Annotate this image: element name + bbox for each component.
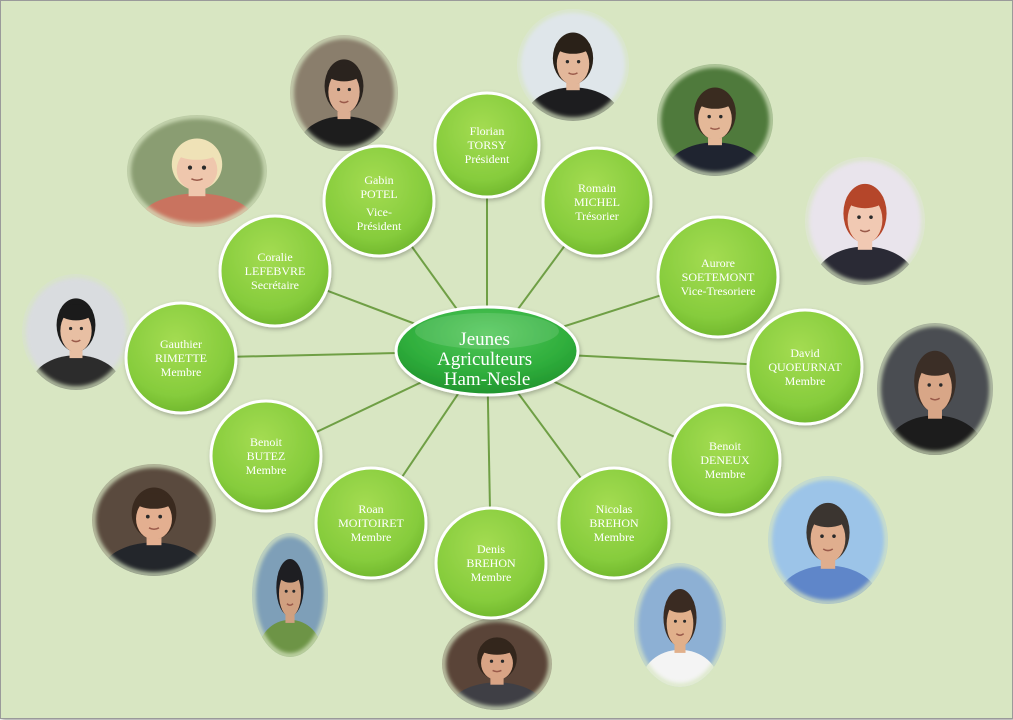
member-photo xyxy=(250,531,330,659)
member-label-line: Président xyxy=(465,152,510,166)
member-photo xyxy=(515,7,631,123)
member-photo xyxy=(632,561,728,689)
member-label-line: RIMETTE xyxy=(155,351,207,365)
member-label-line: Florian xyxy=(470,124,505,138)
member-label-line: DENEUX xyxy=(700,453,750,467)
member-node-circle xyxy=(218,214,332,328)
member-label-line: Membre xyxy=(594,530,635,544)
member-node-circle xyxy=(434,506,548,620)
member-label-line: POTEL xyxy=(360,187,397,201)
member-label-line: Secrétaire xyxy=(251,278,299,292)
member-label-line: Membre xyxy=(471,570,512,584)
member-label-line: Vice- xyxy=(366,205,392,219)
member-label-line: Roan xyxy=(358,502,383,516)
member-label-line: MICHEL xyxy=(574,195,620,209)
member-label-line: Président xyxy=(357,219,402,233)
member-label-line: Benoit xyxy=(709,439,742,453)
member-label-line: Vice-Tresoriere xyxy=(681,284,756,298)
member-photo xyxy=(655,62,775,178)
member-node-circle xyxy=(656,215,780,339)
hub-node: Jeunes Agriculteurs Ham-Nesle xyxy=(394,305,580,397)
member-photo xyxy=(90,462,218,578)
member-label-line: Nicolas xyxy=(596,502,633,516)
member-label-line: Benoit xyxy=(250,435,283,449)
member-label-line: Membre xyxy=(246,463,287,477)
member-label-line: Membre xyxy=(161,365,202,379)
member-node-circle xyxy=(209,399,323,513)
hub-label-line: Jeunes xyxy=(459,329,510,350)
member-photo xyxy=(440,616,554,712)
member-label-line: SOETEMONT xyxy=(682,270,755,284)
hub-label-line: Agriculteurs xyxy=(437,349,532,370)
member-node-circle xyxy=(746,308,864,426)
member-photo xyxy=(20,272,132,392)
member-label-line: Membre xyxy=(705,467,746,481)
member-node-circle xyxy=(668,403,782,517)
member-label-line: Gauthier xyxy=(160,337,202,351)
member-label-line: Trésorier xyxy=(575,209,619,223)
hub-label: Jeunes Agriculteurs Ham-Nesle xyxy=(437,329,537,390)
member-label-line: Gabin xyxy=(364,173,393,187)
member-label-line: MOITOIRET xyxy=(338,516,404,530)
member-node-circle xyxy=(541,146,653,258)
member-node-circle xyxy=(557,466,671,580)
member-photo xyxy=(766,474,890,606)
member-label-line: Coralie xyxy=(257,250,292,264)
member-label-line: Denis xyxy=(477,542,505,556)
member-label-line: Membre xyxy=(785,374,826,388)
member-node-circle xyxy=(124,301,238,415)
member-label-line: QUOEURNAT xyxy=(768,360,842,374)
hub-gloss xyxy=(415,313,559,349)
member-photo xyxy=(875,321,995,457)
member-label-line: Membre xyxy=(351,530,392,544)
member-label-line: TORSY xyxy=(467,138,506,152)
member-label-line: BREHON xyxy=(466,556,516,570)
member-node-circle xyxy=(433,91,541,199)
member-node-circle xyxy=(314,466,428,580)
member-label-line: Romain xyxy=(578,181,616,195)
member-label-line: LEFEBVRE xyxy=(245,264,306,278)
member-node-circle xyxy=(322,144,436,258)
member-label-line: BREHON xyxy=(589,516,639,530)
hub-label-line: Ham-Nesle xyxy=(444,369,531,390)
member-photo xyxy=(803,155,927,287)
member-photo xyxy=(125,113,269,229)
member-photo xyxy=(288,33,400,153)
member-label-line: BUTEZ xyxy=(247,449,286,463)
hub-ellipse xyxy=(394,305,580,397)
member-photos xyxy=(20,7,995,712)
member-label-line: Aurore xyxy=(701,256,735,270)
member-label-line: David xyxy=(790,346,819,360)
